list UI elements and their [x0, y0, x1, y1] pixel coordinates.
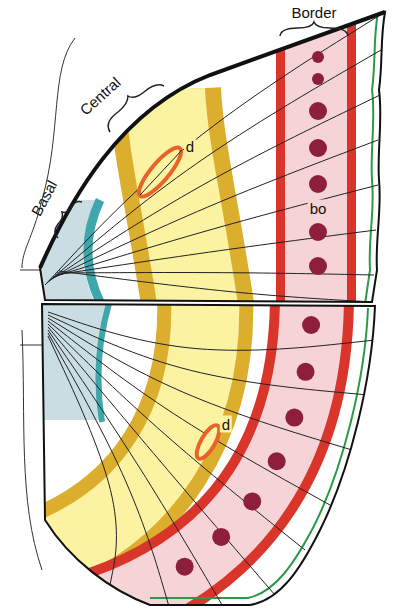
hindwing-pattern: [0, 295, 400, 610]
region-label: Basal: [27, 176, 62, 221]
region-bracket: [55, 202, 82, 239]
band-label: bo: [308, 200, 329, 217]
forewing-outline: [40, 12, 385, 302]
hindwing-outline: [42, 304, 375, 605]
discal-label: d: [184, 138, 196, 155]
region-bracket: [280, 22, 348, 36]
discal-spot: [133, 142, 187, 201]
region-label: Border: [289, 4, 338, 21]
region-label: Central: [75, 72, 125, 120]
discal-label: d: [220, 416, 232, 433]
forewing-pattern: [0, 0, 400, 320]
